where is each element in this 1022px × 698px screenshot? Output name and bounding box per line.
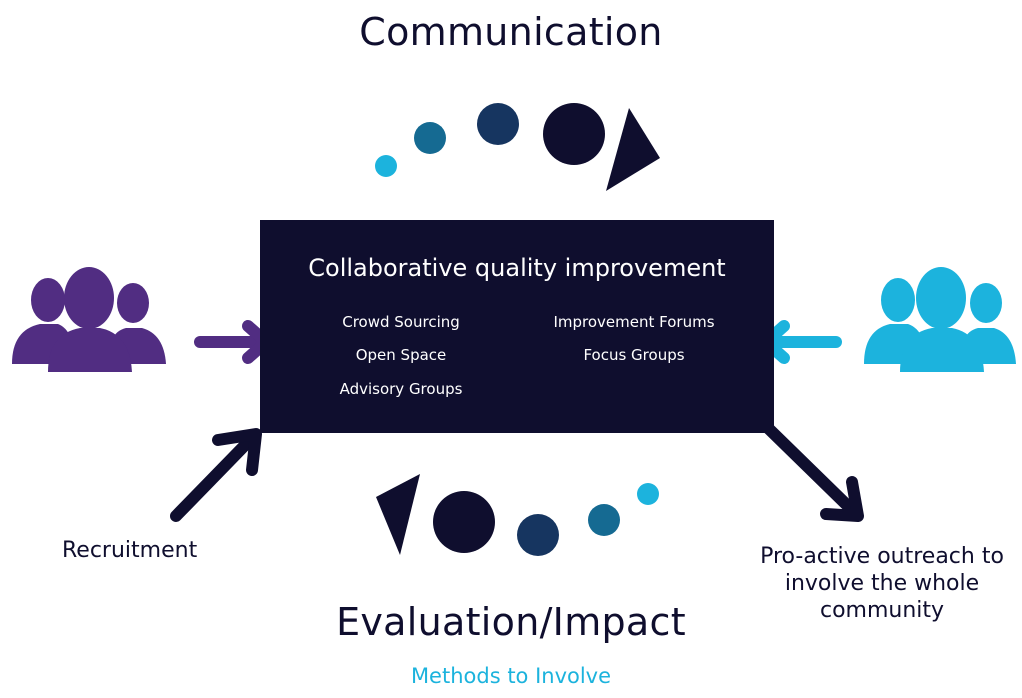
bottom-dot-4 [637,483,659,505]
outreach-arrow [762,422,864,522]
purple-arrow [194,320,272,364]
methods-caption: Methods to Involve [410,664,612,688]
method-open-space: Open Space [355,346,447,364]
box-title: Collaborative quality improvement [308,254,726,282]
top-arrowhead [606,108,660,191]
people-group-icon [864,267,1016,372]
method-advisory-groups: Advisory Groups [339,380,463,398]
top-cycle [375,103,660,191]
outreach-label: Pro-active outreach to involve the whole… [760,544,1004,623]
bottom-dot-2 [517,514,559,556]
bottom-dot-3 [588,504,620,536]
evaluation-impact-title: Evaluation/Impact [336,600,686,644]
communication-title: Communication [359,10,663,54]
top-dot-2 [414,122,446,154]
method-crowd-sourcing: Crowd Sourcing [342,313,460,331]
top-dot-1 [375,155,397,177]
method-improvement-forums: Improvement Forums [553,313,715,331]
cyan-arrow [760,320,842,364]
recruitment-arrow [170,428,262,522]
recruitment-label: Recruitment [62,538,198,563]
top-dot-3 [477,103,519,145]
method-focus-groups: Focus Groups [583,346,685,364]
top-dot-4 [543,103,605,165]
bottom-dot-1 [433,491,495,553]
people-group-icon [12,267,166,372]
bottom-cycle [376,474,659,556]
bottom-arrowhead [376,474,420,555]
collaborative-quality-improvement-box: Collaborative quality improvement Crowd … [260,220,774,433]
